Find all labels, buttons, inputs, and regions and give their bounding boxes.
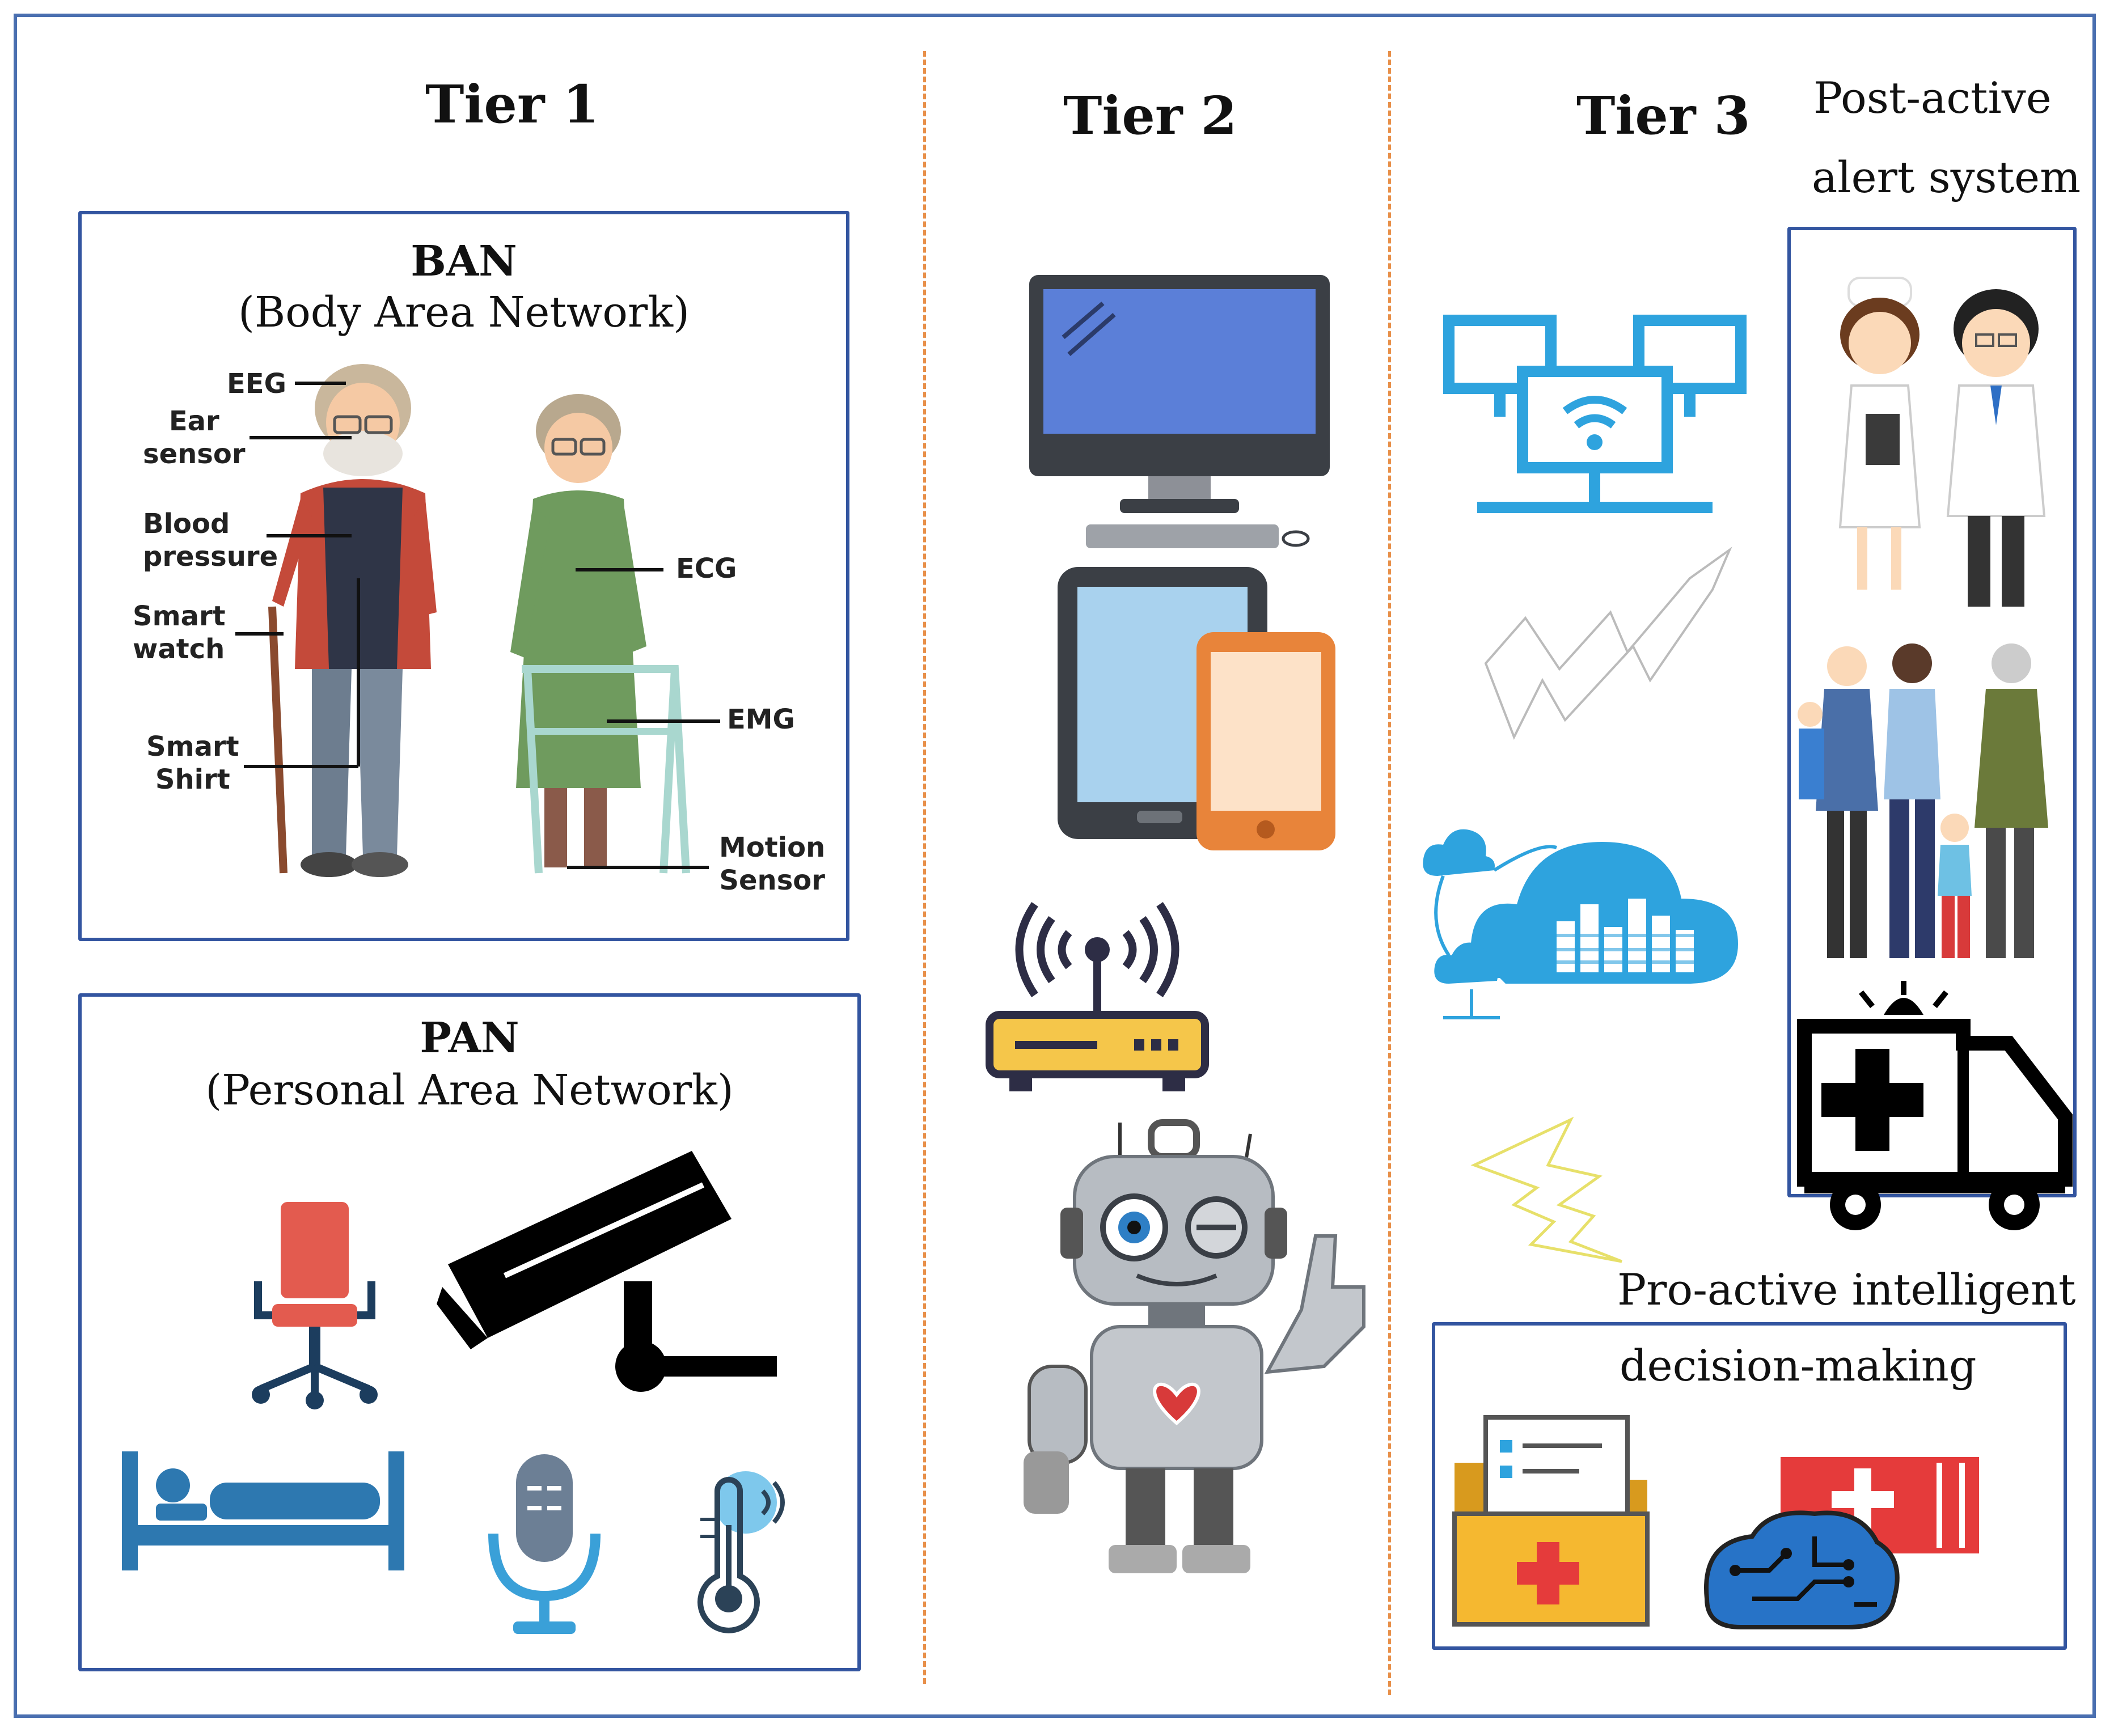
sensor-label-ear: Ear sensor bbox=[143, 405, 246, 470]
proactive-caption-line2: decision-making bbox=[1620, 1340, 1977, 1391]
post-active-caption-line1: Post-active bbox=[1813, 73, 2052, 123]
bed-icon bbox=[122, 1451, 404, 1570]
sensor-label-ecg: ECG bbox=[676, 553, 737, 585]
pan-subtitle: (Personal Area Network) bbox=[205, 1066, 734, 1115]
robot-icon bbox=[1024, 1119, 1365, 1573]
ai-brain-icon bbox=[1704, 1457, 1979, 1629]
desktop-computer-icon bbox=[1029, 275, 1330, 548]
pan-title: PAN bbox=[420, 1014, 519, 1062]
pan-box: PAN (Personal Area Network) bbox=[78, 993, 861, 1671]
network-monitors-icon bbox=[1443, 315, 1747, 513]
sensor-label-blood-pressure: Blood pressure bbox=[143, 508, 278, 573]
proactive-caption-line1: Pro-active intelligent bbox=[1617, 1264, 2076, 1315]
lightning-icon bbox=[1484, 547, 1732, 740]
microphone-icon bbox=[488, 1454, 601, 1634]
ambulance-icon bbox=[1797, 981, 2073, 1230]
family-icon bbox=[1798, 643, 2048, 958]
sensor-label-smart-watch: Smart watch bbox=[133, 600, 226, 665]
proactive-decision-box: decision-making bbox=[1432, 1322, 2067, 1650]
lightning-icon bbox=[1470, 1116, 1622, 1263]
sensor-label-eeg: EEG bbox=[227, 368, 286, 400]
ban-box: BAN (Body Area Network) bbox=[78, 211, 849, 941]
tier3-title: Tier 3 bbox=[1576, 85, 1751, 146]
sensor-label-motion: Motion Sensor bbox=[719, 832, 826, 896]
post-active-caption-line2: alert system bbox=[1812, 152, 2081, 202]
wifi-router-icon bbox=[986, 902, 1209, 1091]
tablet-phone-icon bbox=[1058, 567, 1335, 850]
thermometer-icon bbox=[697, 1471, 785, 1633]
cloud-data-icon bbox=[1423, 829, 1738, 1019]
sensor-label-emg: EMG bbox=[727, 704, 795, 735]
tier1-title: Tier 1 bbox=[425, 74, 599, 135]
medical-folder-icon bbox=[1452, 1415, 1650, 1627]
elderly-woman-icon bbox=[510, 394, 690, 874]
tier-divider-1 bbox=[923, 51, 926, 1684]
ban-title: BAN bbox=[411, 237, 517, 286]
outer-frame bbox=[14, 14, 2096, 1718]
post-active-alert-box bbox=[1787, 227, 2077, 1197]
security-camera-icon bbox=[437, 1151, 777, 1392]
tier2-title: Tier 2 bbox=[1063, 85, 1237, 146]
tier-divider-2 bbox=[1388, 51, 1391, 1695]
office-chair-icon bbox=[252, 1202, 378, 1409]
sensor-label-smart-shirt: Smart Shirt bbox=[146, 731, 239, 795]
nurse-doctor-icon bbox=[1838, 277, 2046, 607]
elderly-man-icon bbox=[268, 364, 437, 877]
ban-subtitle: (Body Area Network) bbox=[238, 288, 690, 337]
